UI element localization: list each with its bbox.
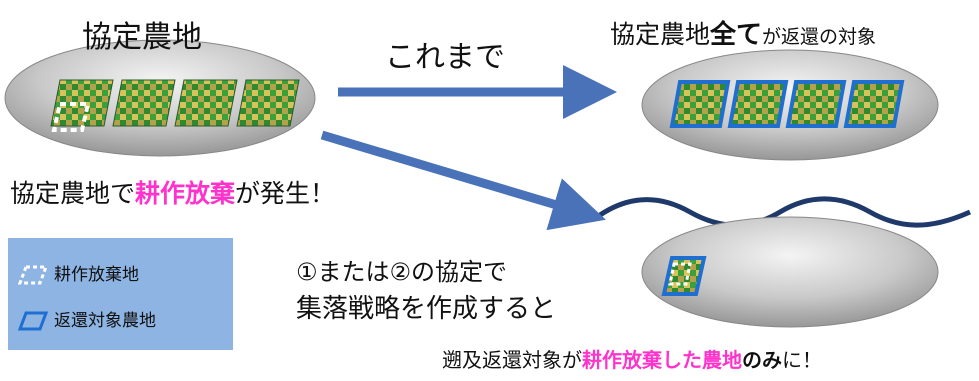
bottom-note-part1: 遡及返還対象が	[442, 348, 582, 372]
legend-item-abandoned: 耕作放棄地	[17, 260, 139, 285]
top-right-title-part3: が返還の対象	[762, 26, 877, 48]
left-title: 協定農地	[82, 20, 202, 55]
bottom-note-part2: 耕作放棄した農地	[582, 348, 742, 372]
bottom-note-part3: のみ	[742, 348, 782, 372]
top-right-title-part1: 協定農地	[610, 20, 711, 49]
blue-parallelogram-icon	[17, 311, 49, 331]
dashed-parallelogram-icon	[17, 265, 49, 285]
condition-line1: ①または②の協定で	[296, 258, 508, 286]
top-right-title-part2: 全て	[710, 20, 763, 50]
arrow-diagonal	[320, 130, 606, 231]
abandoned-field-marker	[51, 102, 91, 132]
legend-box: 耕作放棄地 返還対象農地	[8, 238, 233, 350]
occurrence-part2: 耕作放棄	[135, 179, 236, 208]
bottom-right-field	[661, 256, 707, 296]
condition-line2: 集落戦略を作成すると	[296, 294, 557, 324]
occurrence-part3: が発生！	[235, 179, 336, 208]
legend-label-abandoned: 耕作放棄地	[54, 265, 139, 285]
bottom-right-ellipse	[641, 216, 939, 328]
bottom-note: 遡及返還対象が耕作放棄した農地のみに！	[442, 344, 822, 373]
top-right-title: 協定農地全てが返還の対象	[610, 14, 876, 51]
legend-item-return: 返還対象農地	[17, 306, 156, 331]
bottom-note-part4: に！	[782, 348, 822, 372]
left-fields	[50, 79, 300, 132]
occurrence-label: 協定農地で耕作放棄が発生！	[10, 174, 335, 210]
legend-label-return: 返還対象農地	[54, 311, 156, 331]
wave-line	[598, 196, 972, 228]
top-right-fields	[669, 80, 905, 128]
occurrence-part1: 協定農地で	[10, 179, 136, 208]
arrow-top-label: これまで	[385, 40, 505, 75]
